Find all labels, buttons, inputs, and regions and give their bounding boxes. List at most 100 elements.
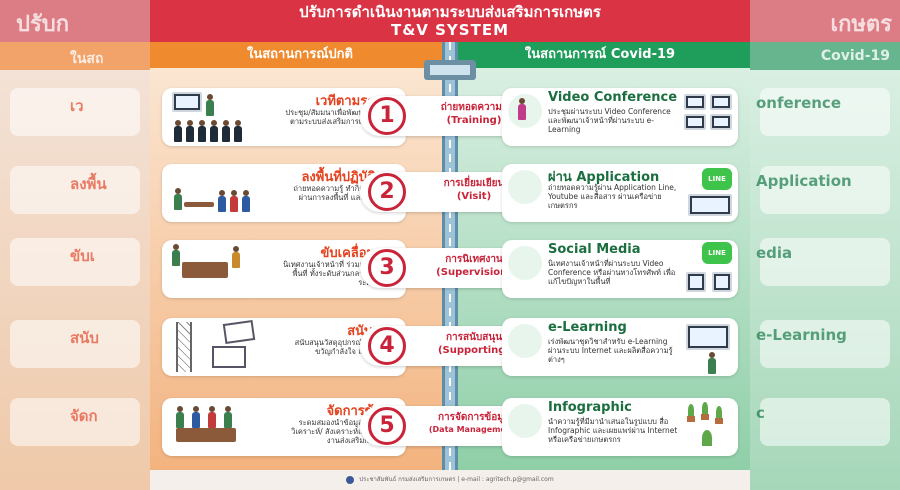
video-tile-icon [686,272,706,292]
covid-description: นิเทศงานเจ้าหน้าที่ผ่านระบบ Video Confer… [548,259,676,286]
notice-board-icon [212,346,246,368]
normal-description: ระดมสมองนำข้อมูล ในพื้นที่มาวิเคราะห์/ ส… [291,418,398,445]
audience-icon [186,120,194,142]
step-number: 5 [368,407,406,445]
step-number: 3 [368,249,406,287]
step-row-5: จัดการข้อมูล ระดมสมองนำข้อมูล ในพื้นที่ม… [150,394,750,462]
poster-footer: ประชาสัมพันธ์ กรมส่งเสริมการเกษตร | e-ma… [150,470,750,490]
covid-heading: Video Conference [548,90,678,105]
audience-icon [198,120,206,142]
video-tile-icon [684,114,706,130]
step-name-thai: การนิเทศงาน [445,254,503,265]
covid-heading: ผ่าน Application [548,170,660,185]
column-header-bar: ในสถานการณ์ปกติ ในสถานการณ์ Covid-19 [150,42,750,68]
side-ghost-card [10,238,140,286]
step-row-3: ขับเคลื่อนงาน นิเทศงานเจ้าหน้าที่ ร่วมแก… [150,236,750,304]
side-ghost-heading: เว [70,97,84,115]
pot-icon [715,418,723,424]
side-subheader-band [0,42,150,70]
covid-card: Video Conference ประชุมผ่านระบบ Video Co… [502,88,738,146]
supervisor-icon [232,246,240,268]
covid-card: Social Media นิเทศงานเจ้าหน้าที่ผ่านระบบ… [502,240,738,298]
side-ghost-card [760,88,890,136]
tower-icon [176,322,192,372]
step-name-english: (Supervision) [436,267,512,278]
step-name-english: (Training) [446,115,502,126]
audience-icon [174,120,182,142]
document-icon [222,320,256,344]
audience-icon [234,120,242,142]
covid-heading: Social Media [548,242,641,257]
side-ghost-heading: c [756,404,765,422]
participant-icon [176,406,184,428]
covid-description: เร่งพัฒนาชุดวิชาสำหรับ e-Learning ผ่านระ… [548,337,673,364]
seedling-icon [702,430,712,446]
poster-header: ปรับการดำเนินงานตามระบบส่งเสริมการเกษตร … [150,0,750,42]
side-ghost-card [760,166,890,214]
normal-card: เวทีตามระบบฯ ประชุม/สัมมนาเพื่อพัฒนาเจ้า… [162,88,406,146]
audience-icon [210,120,218,142]
side-ghost-card [10,88,140,136]
step-row-4: สนับสนุน สนับสนุนวัสดุอุปกรณ์ โครงสร้าง … [150,314,750,382]
table-icon [184,202,214,207]
step-number: 1 [368,97,406,135]
side-ghost-subtitle: ในสถ [70,51,104,67]
social-media-icon [508,246,542,280]
side-ghost-card [760,320,890,368]
covid-description: ประชุมผ่านระบบ Video Conference และพัฒนา… [548,107,671,134]
road-gate-icon [424,60,476,80]
officer-icon [242,190,250,212]
covid-description: นำความรู้ที่มีมานำเสนอในรูปแบบ สื่อ Info… [548,417,678,444]
side-ghost-heading: สนับ [70,329,99,347]
caller-icon [518,98,526,120]
farmer-icon [174,188,182,210]
officer-icon [218,190,226,212]
participant-icon [208,406,216,428]
video-tile-icon [710,94,732,110]
step-name-english: (Supporting) [437,345,511,356]
facebook-icon [346,475,355,484]
normal-description: สนับสนุนวัสดุอุปกรณ์ โครงสร้าง ขวัญกำลัง… [294,338,398,356]
footer-text: ประชาสัมพันธ์ กรมส่งเสริมการเกษตร | e-ma… [359,476,554,483]
side-ghost-subtitle: Covid-19 [820,48,890,64]
step-row-2: ลงพื้นที่ปฏิบัติงาน ถ่ายทอดความรู้ ทำกิจ… [150,160,750,228]
video-tile-icon [710,114,732,130]
side-ghost-heading: edia [756,244,793,262]
farmer-icon [230,190,238,212]
step-number: 2 [368,173,406,211]
line-app-icon: LINE [702,168,732,190]
learner-icon [708,352,716,374]
line-app-icon: LINE [702,242,732,264]
normal-situation-header: ในสถานการณ์ปกติ [150,42,450,68]
step-name-thai: การเยี่ยมเยียน [443,178,505,189]
side-ghost-heading: ขับเ [70,247,95,265]
left-blurred-panel: ปรับก ในสถ เว ลงพื้น ขับเ สนับ จัดก [0,0,150,490]
step-name-thai: ถ่ายทอดความรู้ [440,102,508,113]
participant-icon [192,406,200,428]
side-header-band [0,0,150,42]
audience-icon [222,120,230,142]
meeting-table-icon [176,428,236,442]
side-ghost-card [10,166,140,214]
seedling-icon [688,404,694,416]
side-ghost-title: ปรับก [16,12,70,37]
phone-app-icon [508,170,542,204]
side-ghost-card [10,320,140,368]
covid-description: ถ่ายทอดความรู้ผ่าน Application Line, You… [548,183,677,210]
step-name-english: (Visit) [456,191,492,202]
side-ghost-card [760,398,890,446]
poster-title-thai: ปรับการดำเนินงานตามระบบส่งเสริมการเกษตร [299,3,601,21]
seedling-icon [716,406,722,418]
pot-icon [701,414,709,420]
side-ghost-heading: จัดก [70,407,98,425]
laptop-screen-icon [688,194,732,216]
side-ghost-title: เกษตร [830,12,892,37]
side-ghost-heading: onference [756,94,841,112]
covid-situation-header: ในสถานการณ์ Covid-19 [450,42,750,68]
officer-icon [172,244,180,266]
covid-card: ผ่าน Application ถ่ายทอดความรู้ผ่าน Appl… [502,164,738,222]
poster-title-english: T&V SYSTEM [390,21,510,39]
side-ghost-heading: ลงพื้น [70,175,107,193]
side-header-band [750,0,900,42]
video-tile-icon [684,94,706,110]
